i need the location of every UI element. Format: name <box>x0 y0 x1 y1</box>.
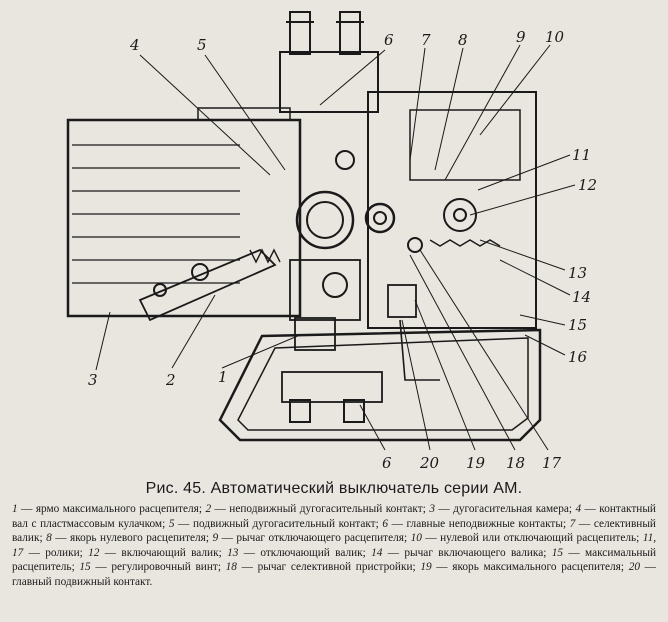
legend-item: 12 — включающий валик; <box>88 546 222 559</box>
legend-item-text: рычаг отключающего расцепителя; <box>236 532 408 545</box>
label-3: 3 <box>88 371 98 389</box>
technical-drawing: 4 5 6 7 8 9 10 11 12 13 14 15 16 17 18 1… <box>66 11 597 472</box>
label-16: 16 <box>568 348 588 366</box>
legend-item-text: включающий валик; <box>121 546 222 559</box>
label-5: 5 <box>197 36 207 54</box>
legend-item-number: 11, 17 <box>12 532 657 559</box>
legend-item-number: 2 <box>205 503 212 515</box>
legend-item-text: подвижный дугогасительный контакт; <box>192 517 379 530</box>
label-15: 15 <box>568 316 587 334</box>
legend-item-number: 15 <box>551 546 564 559</box>
legend-item-text: ярмо максимального расцепителя; <box>35 503 202 515</box>
legend-item-number: 5 <box>168 517 175 530</box>
drawing-lines <box>66 11 576 451</box>
legend-item-text: контактный вал с пластмассовым кулачком; <box>12 503 656 530</box>
label-4: 4 <box>129 36 140 54</box>
legend-item-text: нулевой или отключающий расцепитель; <box>440 532 640 545</box>
part-labels: 4 5 6 7 8 9 10 11 12 13 14 15 16 17 18 1… <box>88 28 597 472</box>
legend-item: 20 — главный подвижный контакт. <box>12 561 656 588</box>
legend-item: 3 — дугогасительная камера; <box>429 503 572 515</box>
legend-item-text: дугогасительная камера; <box>453 503 572 515</box>
legend-item: 15 — регулировочный винт; <box>79 561 221 574</box>
label-6-bottom: 6 <box>382 454 392 472</box>
label-17: 17 <box>542 454 562 472</box>
legend-item-number: 14 <box>371 546 383 559</box>
legend-item-number: 9 <box>212 532 219 545</box>
label-10: 10 <box>545 28 565 46</box>
legend-item-text: отключающий валик; <box>260 546 366 559</box>
legend-item: 5 — подвижный дугогасительный контакт; <box>168 517 379 530</box>
label-7: 7 <box>421 31 431 49</box>
legend-item-text: рычаг селективной пристройки; <box>257 561 416 574</box>
label-6-top: 6 <box>384 31 394 49</box>
legend-item: 18 — рычаг селективной пристройки; <box>225 561 416 574</box>
circuit-breaker-drawing: 4 5 6 7 8 9 10 11 12 13 14 15 16 17 18 1… <box>66 11 597 472</box>
legend-item-number: 20 <box>628 561 640 574</box>
label-19: 19 <box>466 454 486 472</box>
legend-item: 2 — неподвижный дугогасительный контакт; <box>205 503 426 515</box>
legend-item: 11, 17 — ролики; <box>12 532 657 559</box>
label-18: 18 <box>506 454 525 472</box>
legend-item: 10 — нулевой или отключающий расцепитель… <box>410 532 640 545</box>
legend-item-number: 15 <box>79 561 91 574</box>
legend-item: 9 — рычаг отключающего расцепителя; <box>212 532 408 545</box>
legend-item-number: 4 <box>575 503 582 515</box>
label-13: 13 <box>568 264 587 282</box>
legend-item: 15 — максимальный расцепитель; <box>12 546 657 574</box>
legend-item-number: 10 <box>410 532 422 545</box>
legend-item-text: главные неподвижные контакты; <box>406 517 567 530</box>
legend-item-text: главный подвижный контакт. <box>12 575 153 588</box>
legend-item: 6 — главные неподвижные контакты; <box>382 517 567 530</box>
legend-item-number: 18 <box>225 561 237 574</box>
figure-caption-title: Рис. 45. Автоматический выключатель сери… <box>145 480 523 497</box>
legend-item-text: неподвижный дугогасительный контакт; <box>229 503 426 515</box>
legend-item-text: якорь максимального расцепителя; <box>452 561 624 574</box>
label-2: 2 <box>165 371 176 389</box>
label-8: 8 <box>458 31 468 49</box>
legend-item: 13 — отключающий валик; <box>227 546 366 559</box>
label-1: 1 <box>218 368 228 386</box>
legend-item-number: 8 <box>46 532 52 545</box>
label-11: 11 <box>572 146 591 164</box>
label-9: 9 <box>516 28 526 46</box>
legend-item-number: 7 <box>569 517 576 530</box>
legend-item-text: селективный валик; <box>12 517 656 545</box>
legend-item-text: якорь нулевого расцепителя; <box>70 532 210 545</box>
label-14: 14 <box>572 288 591 306</box>
legend-item-text: максимальный расцепитель; <box>12 546 657 574</box>
legend-item-number: 13 <box>227 546 239 559</box>
legend-item-text: рычаг включающего валика; <box>404 546 547 559</box>
legend-item-text: ролики; <box>45 546 83 559</box>
legend-item: 8 — якорь нулевого расцепителя; <box>46 532 210 545</box>
legend-item-number: 12 <box>88 546 100 559</box>
figure-legend: 1 — ярмо максимального расцепителя; 2 — … <box>12 502 656 590</box>
legend-item: 19 — якорь максимального расцепителя; <box>420 561 624 574</box>
legend-item-text: регулировочный винт; <box>111 561 221 574</box>
legend-item-number: 3 <box>429 503 435 515</box>
legend-item: 7 — селективный валик; <box>12 517 656 545</box>
legend-item: 14 — рычаг включающего валика; <box>371 546 547 559</box>
legend-item-number: 19 <box>420 561 432 574</box>
label-12: 12 <box>578 176 597 194</box>
legend-item: 1 — ярмо максимального расцепителя; <box>12 503 202 515</box>
legend-item-number: 6 <box>382 517 389 530</box>
label-20: 20 <box>419 454 440 472</box>
legend-item: 4 — контактный вал с пластмассовым кулач… <box>12 503 656 530</box>
legend-item-number: 1 <box>12 503 18 515</box>
